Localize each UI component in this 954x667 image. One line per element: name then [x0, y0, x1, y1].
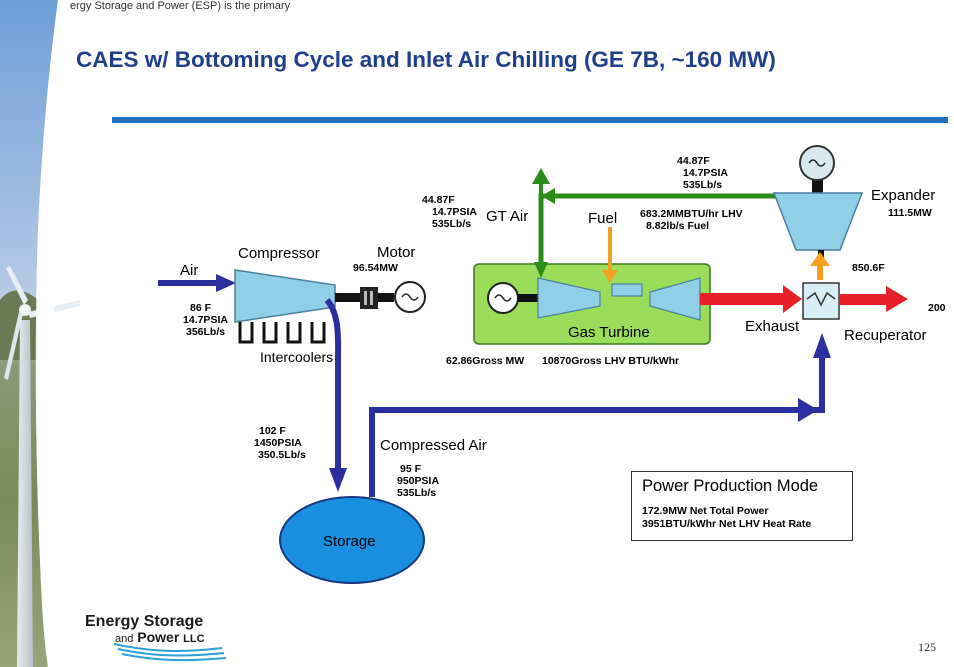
recuperator-label: Recuperator — [844, 327, 927, 344]
storage-out-flow: 535Lb/s — [397, 487, 437, 499]
company-logo-line1: Energy Storage — [85, 613, 204, 630]
compressor-to-storage-line — [324, 298, 342, 470]
fuel-flow: 8.82lb/s Fuel — [646, 220, 710, 232]
page-number: 125 — [918, 640, 936, 654]
mode-heat-rate: 3951BTU/kWhr Net LHV Heat Rate — [642, 518, 812, 530]
inlet-psia: 14.7PSIA — [183, 314, 228, 326]
gross-mw: 62.86Gross MW — [446, 355, 525, 367]
header-snippet: ergy Storage and Power (ESP) is the prim… — [70, 0, 291, 12]
gt-air-flow: 535Lb/s — [432, 218, 472, 230]
storage-out-temp: 95 F — [400, 463, 422, 475]
gt-air-psia: 14.7PSIA — [432, 206, 477, 218]
gt-compressor-shape — [537, 277, 601, 319]
mode-net-power: 172.9MW Net Total Power — [642, 505, 769, 517]
compressed-air-label: Compressed Air — [380, 437, 487, 454]
storage-label: Storage — [323, 533, 376, 550]
title-rule — [112, 117, 948, 123]
exp-out-psia: 14.7PSIA — [683, 167, 728, 179]
air-label: Air — [180, 262, 199, 279]
company-logo-line2: and Power LLC — [115, 629, 205, 645]
gt-air-label: GT Air — [486, 208, 529, 225]
expander-label: Expander — [871, 187, 936, 204]
exhaust-out-value: 200 — [928, 302, 946, 314]
storage-in-psia: 1450PSIA — [254, 437, 302, 449]
compressor-shaft — [335, 293, 365, 302]
storage-in-temp: 102 F — [259, 425, 286, 437]
storage-to-recuperator-line — [369, 355, 825, 497]
logo-wave-icon — [113, 643, 227, 662]
expander-shape — [772, 192, 864, 251]
gt-combustor — [611, 283, 643, 297]
mode-heading: Power Production Mode — [642, 477, 819, 495]
gt-air-temp: 44.87F — [422, 194, 455, 206]
storage-tank — [279, 496, 425, 584]
motor-power: 96.54MW — [353, 262, 398, 274]
storage-in-flow: 350.5Lb/s — [258, 449, 306, 461]
logo-llc: LLC — [183, 633, 205, 645]
exhaust-out-arrow — [839, 294, 889, 305]
page-title: CAES w/ Bottoming Cycle and Inlet Air Ch… — [76, 47, 776, 72]
expander-power: 111.5MW — [888, 207, 932, 219]
inlet-flow: 356Lb/s — [186, 326, 226, 338]
logo-power: Power — [137, 629, 180, 645]
exhaust-arrow — [700, 293, 785, 305]
compressor-label: Compressor — [238, 245, 320, 262]
motor-coupling — [360, 287, 378, 309]
exp-out-temp: 44.87F — [677, 155, 710, 167]
gt-turbine-shape — [649, 277, 701, 321]
power-production-mode-box: Power Production Mode 172.9MW Net Total … — [631, 471, 853, 541]
fuel-arrow — [608, 227, 612, 273]
inlet-temp: 86 F — [190, 302, 212, 314]
exhaust-label: Exhaust — [745, 318, 800, 335]
intercoolers-label: Intercoolers — [260, 349, 334, 365]
recuperator-shape — [802, 282, 840, 320]
air-inlet-arrow — [158, 280, 218, 286]
exp-out-flow: 535Lb/s — [683, 179, 723, 191]
gas-turbine-label: Gas Turbine — [568, 324, 650, 341]
exp-in-temp: 850.6F — [852, 262, 885, 274]
fuel-heat: 683.2MMBTU/hr LHV — [640, 208, 743, 220]
storage-out-psia: 950PSIA — [397, 475, 440, 487]
gross-heat-rate: 10870Gross LHV BTU/kWhr — [542, 355, 680, 367]
compressor-shape — [234, 269, 336, 323]
motor-label: Motor — [377, 244, 416, 261]
intercoolers-shape — [238, 322, 326, 344]
logo-and: and — [115, 633, 134, 645]
fuel-label: Fuel — [588, 210, 618, 227]
